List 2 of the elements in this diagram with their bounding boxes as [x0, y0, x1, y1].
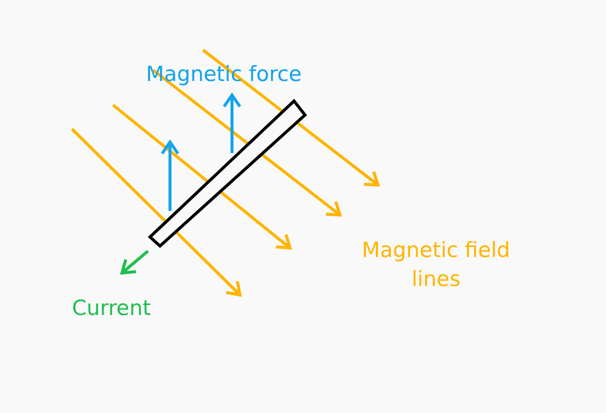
label: Current — [72, 295, 152, 322]
label: Magnetic field lines — [360, 237, 512, 294]
